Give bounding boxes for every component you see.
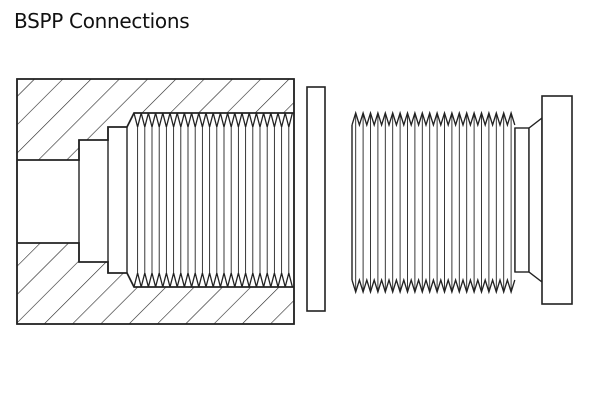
male-neck [514, 127, 530, 273]
male-thread-top [351, 110, 516, 128]
female-thread-teeth [133, 112, 294, 288]
male-collar-taper [528, 116, 543, 284]
diagram-title: BSPP Connections [14, 9, 190, 33]
female-bore-outline [17, 112, 294, 161]
male-fitting [351, 95, 573, 305]
female-port [16, 78, 295, 325]
female-thread-bottom [133, 272, 294, 288]
female-thread-top [133, 112, 294, 128]
sealing-washer [306, 86, 326, 312]
male-thread-teeth [351, 110, 516, 295]
male-thread-bottom [351, 277, 516, 295]
male-hex-body [541, 95, 573, 305]
